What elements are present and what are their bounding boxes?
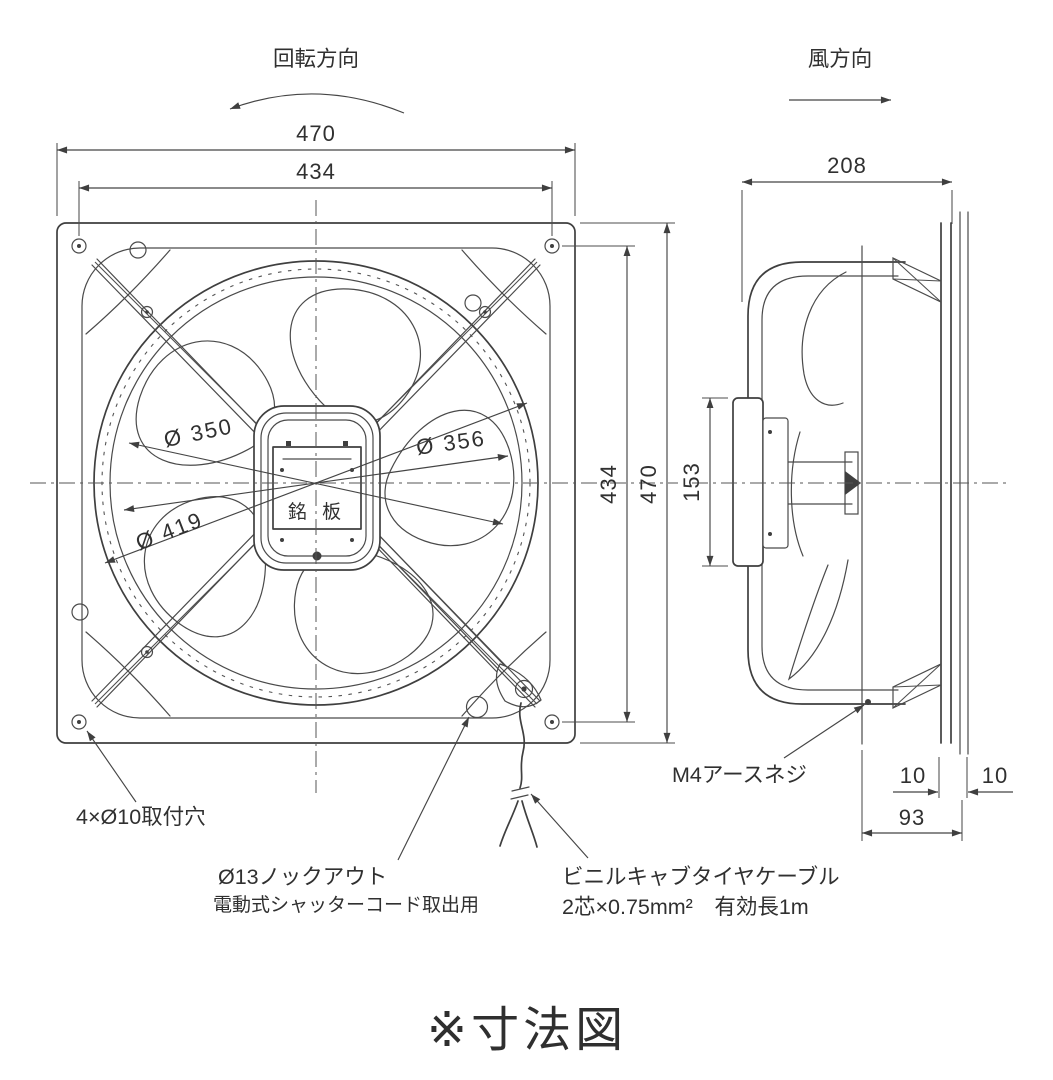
mounting-holes xyxy=(71,238,560,730)
corner-gussets xyxy=(85,249,547,717)
hatch-bands xyxy=(892,257,942,709)
dim-93: 93 xyxy=(899,805,925,830)
knockout-note-line1: Ø13ノックアウト xyxy=(218,865,387,889)
motor-block xyxy=(732,397,861,567)
dim-dia-419: Ø 419 xyxy=(132,507,206,555)
dim-434-right: 434 xyxy=(596,464,621,504)
dim-dia-350: Ø 350 xyxy=(162,413,236,452)
side-blades xyxy=(787,271,849,681)
cable-clamp-bracket xyxy=(495,663,542,708)
rotation-direction-arrow xyxy=(229,93,405,114)
panel-holes xyxy=(71,241,489,719)
cable-note-line2: 2芯×0.75mm² 有効長1m xyxy=(562,895,809,919)
earth-screw-note: M4アースネジ xyxy=(672,763,807,787)
dim-470-top: 470 xyxy=(296,121,336,146)
dim-208: 208 xyxy=(827,153,867,178)
cable-note-line1: ビニルキャブタイヤケーブル xyxy=(562,865,840,889)
dim-434-top: 434 xyxy=(296,159,336,184)
dim-10-right: 10 xyxy=(982,763,1008,788)
front-view: 銘 板 xyxy=(30,200,678,848)
dim-470-right: 470 xyxy=(636,464,661,504)
nameplate-label: 銘 板 xyxy=(288,501,346,523)
earth-screw xyxy=(865,699,871,705)
side-dimensions: 208 153 10 10 93 xyxy=(679,153,1013,841)
wind-direction-label: 風方向 xyxy=(808,47,873,71)
rotation-direction-label: 回転方向 xyxy=(273,47,359,71)
dim-153: 153 xyxy=(679,462,704,502)
dim-dia-356: Ø 356 xyxy=(415,425,488,459)
drawing-caption: ※寸法図 xyxy=(427,1004,627,1057)
power-cable xyxy=(519,702,525,789)
knockout-hole xyxy=(465,695,489,719)
dim-10-left: 10 xyxy=(900,763,926,788)
motor-hub: 銘 板 xyxy=(253,405,381,571)
side-view xyxy=(692,211,1008,755)
shaft-bolt xyxy=(312,551,322,561)
cable-conduit xyxy=(365,528,542,848)
mounting-holes-note: 4×Ø10取付穴 xyxy=(76,805,206,829)
direction-annotations: 回転方向 風方向 xyxy=(229,47,891,114)
knockout-note-line2: 電動式シャッターコード取出用 xyxy=(213,894,479,916)
leader-notes: 4×Ø10取付穴 Ø13ノックアウト 電動式シャッターコード取出用 ビニルキャブ… xyxy=(76,704,865,919)
